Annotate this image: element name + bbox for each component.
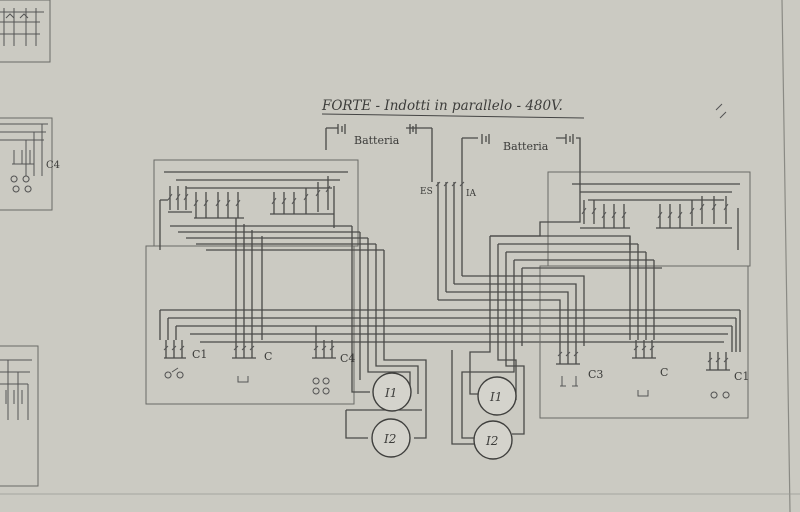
title-underline — [321, 113, 585, 119]
right-relay-bank — [572, 183, 740, 250]
left-motor-i1 — [372, 372, 412, 412]
fragment-label: C4 — [46, 160, 60, 171]
switch-label-right: IA — [466, 189, 477, 199]
right-motor-i1-label: I1 — [489, 390, 502, 404]
left-label-c: C — [264, 350, 272, 363]
battery-left — [325, 124, 433, 182]
page-border-right — [781, 0, 791, 512]
left-contactor-c1 — [163, 340, 186, 379]
left-motor-i2-label: I2 — [383, 432, 396, 446]
left-motor-i1-label: I1 — [384, 386, 397, 400]
right-contactor-c1 — [706, 352, 730, 399]
left-motor-i2 — [371, 418, 411, 458]
left-fragment-top — [0, 0, 51, 63]
right-label-c: C — [660, 366, 668, 379]
left-fragment-bottom — [0, 345, 39, 487]
right-motor-i2 — [473, 420, 513, 460]
main-switch — [435, 181, 465, 300]
left-contactor-c4 — [312, 326, 336, 395]
right-label-c3: C3 — [588, 368, 603, 381]
battery-right — [461, 134, 581, 182]
center-crossing-wires — [438, 160, 662, 346]
main-horizontal-bus — [159, 309, 741, 352]
battery-left-label: Batteria — [354, 134, 400, 147]
right-contactor-c3 — [556, 346, 580, 387]
diagram-title: FORTE - Indotti in parallelo - 480V. — [321, 98, 563, 114]
right-motor-i2-label: I2 — [485, 434, 498, 448]
left-relay-bank — [159, 171, 348, 250]
left-label-c4: C4 — [340, 352, 355, 365]
left-bus-wires — [170, 218, 385, 364]
right-motor-i1 — [477, 376, 517, 416]
right-label-c1: C1 — [734, 370, 749, 383]
right-contactor-panel — [539, 265, 749, 419]
right-contactor-c — [632, 340, 656, 397]
switch-label-left: ES — [420, 187, 433, 197]
battery-right-label: Batteria — [503, 140, 549, 153]
left-label-c1: C1 — [192, 348, 207, 361]
left-contactor-c — [232, 340, 256, 383]
right-motor-wiring — [451, 316, 525, 445]
margin-marks — [715, 103, 727, 119]
left-contactor-panel — [145, 245, 355, 405]
left-fragment-middle: C4 — [0, 117, 60, 211]
